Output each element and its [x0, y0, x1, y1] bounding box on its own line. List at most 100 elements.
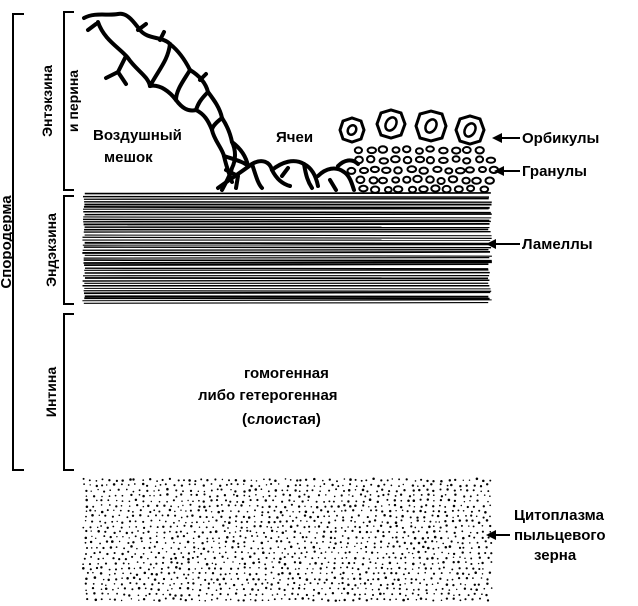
- granule: [463, 158, 470, 163]
- granule: [463, 147, 471, 153]
- stipple-dot: [374, 519, 376, 521]
- stipple-dot: [284, 563, 287, 566]
- stipple-dot: [426, 592, 428, 594]
- stipple-dot: [377, 552, 379, 554]
- stipple-dot: [323, 515, 325, 517]
- stipple-dot: [288, 541, 290, 543]
- stipple-dot: [249, 556, 252, 559]
- stipple-dot: [269, 553, 271, 555]
- granule: [433, 167, 441, 172]
- stipple-dot: [459, 485, 461, 487]
- granule: [445, 168, 452, 173]
- stipple-dot: [474, 593, 476, 595]
- stipple-dot: [433, 553, 435, 555]
- stipple-dot: [328, 521, 330, 523]
- stipple-dot: [197, 562, 199, 564]
- stipple-dot: [477, 542, 479, 544]
- stipple-dot: [121, 553, 123, 555]
- stipple-dot: [221, 504, 223, 506]
- stipple-dot: [446, 597, 448, 599]
- stipple-dot: [484, 494, 486, 496]
- stipple-dot: [441, 593, 443, 595]
- stipple-dot: [320, 522, 322, 524]
- intine-text-line1: гомогенная: [244, 365, 329, 382]
- stipple-dot: [151, 583, 153, 585]
- stipple-dot: [277, 573, 279, 575]
- stipple-dot: [176, 562, 178, 564]
- stipple-dot: [165, 483, 167, 485]
- stipple-dot: [180, 493, 182, 495]
- stipple-dot: [464, 588, 466, 590]
- stipple-dot: [187, 582, 189, 584]
- stipple-dot: [472, 577, 474, 579]
- stipple-dot: [296, 479, 298, 481]
- stipple-dot: [237, 483, 239, 485]
- stipple-dot: [325, 594, 327, 596]
- granule: [392, 177, 399, 182]
- stipple-dot: [402, 527, 404, 529]
- stipple-dot: [175, 531, 177, 533]
- stipple-dot: [212, 537, 214, 539]
- stipple-dot: [111, 521, 113, 523]
- granule: [371, 187, 379, 193]
- stipple-dot: [208, 521, 210, 523]
- stipple-dot: [337, 485, 339, 487]
- stipple-dot: [270, 547, 272, 549]
- stipple-dot: [203, 500, 205, 502]
- stipple-dot: [290, 546, 293, 549]
- stipple-dot: [114, 598, 116, 600]
- stipple-dot: [208, 587, 210, 589]
- stipple-dot: [213, 541, 214, 542]
- stipple-dot: [328, 515, 330, 517]
- stipple-dot: [155, 514, 157, 516]
- stipple-dot: [128, 594, 130, 596]
- stipple-dot: [243, 483, 244, 484]
- stipple-dot: [341, 577, 343, 579]
- stipple-dot: [377, 530, 380, 533]
- stipple-dot: [363, 557, 365, 559]
- stipple-dot: [485, 540, 487, 542]
- stipple-dot: [248, 489, 251, 492]
- stipple-dot: [143, 553, 145, 555]
- stipple-dot: [197, 509, 199, 511]
- stipple-dot: [169, 531, 171, 533]
- stipple-dot: [121, 600, 122, 601]
- stipple-dot: [155, 593, 157, 595]
- stipple-dot: [270, 483, 272, 485]
- granule: [379, 146, 387, 153]
- stipple-dot: [466, 485, 468, 487]
- stipple-dot: [366, 531, 368, 533]
- stipple-dot: [193, 542, 195, 544]
- stipple-dot: [321, 598, 323, 600]
- stipple-dot: [201, 568, 203, 570]
- stipple-dot: [362, 504, 364, 506]
- stipple-dot: [400, 494, 402, 496]
- stipple-dot: [365, 479, 367, 481]
- air-sac-label-line2: мешок: [104, 149, 153, 166]
- stipple-dot: [308, 598, 310, 600]
- stipple-dot: [188, 552, 190, 554]
- stipple-dot: [179, 587, 181, 589]
- stipple-dot: [423, 485, 425, 487]
- stipple-dot: [406, 588, 408, 590]
- stipple-dot: [126, 489, 128, 491]
- stipple-dot: [334, 511, 336, 513]
- stipple-dot: [387, 479, 389, 481]
- stipple-dot: [473, 506, 475, 508]
- stipple-dot: [245, 537, 247, 539]
- stipple-dot: [447, 537, 448, 538]
- stipple-dot: [411, 522, 413, 524]
- stipple-dot: [243, 516, 245, 518]
- stipple-dot: [303, 588, 305, 590]
- stipple-dot: [346, 546, 348, 548]
- stipple-dot: [236, 573, 238, 575]
- stipple-dot: [101, 511, 104, 514]
- stipple-dot: [163, 578, 165, 580]
- lamella-line: [84, 258, 490, 259]
- stipple-dot: [309, 563, 311, 565]
- stipple-dot: [257, 535, 259, 537]
- stipple-dot: [169, 584, 171, 586]
- stipple-dot: [466, 519, 468, 521]
- stipple-dot: [157, 526, 159, 528]
- stipple-dot: [193, 551, 195, 553]
